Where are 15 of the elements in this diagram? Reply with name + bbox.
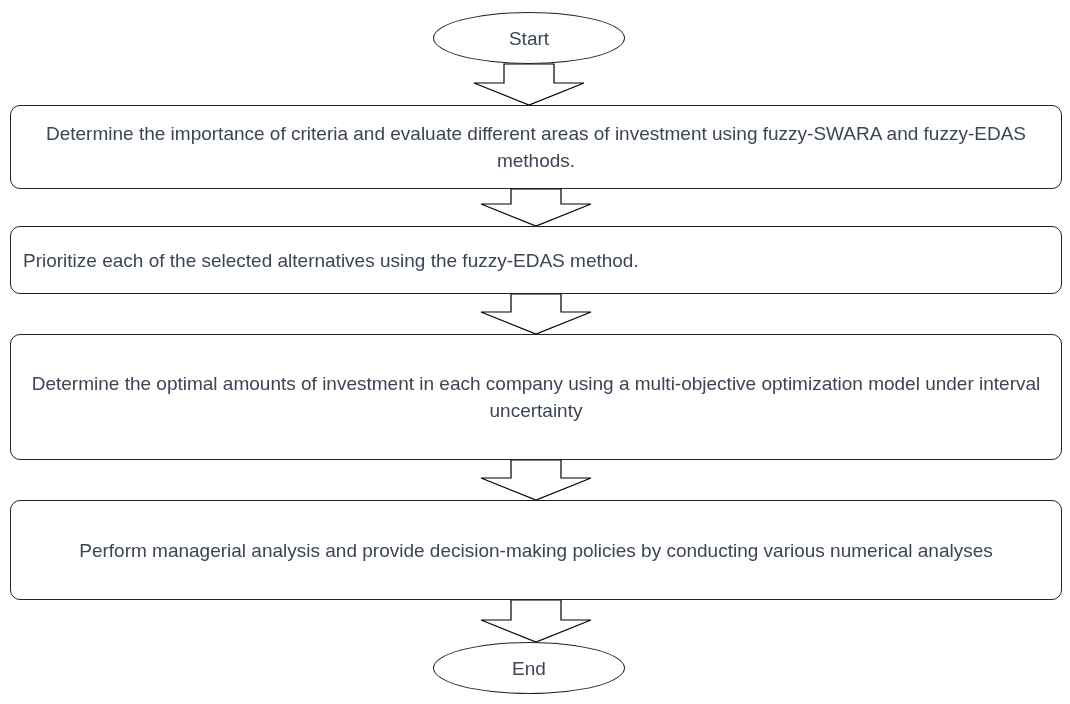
block-arrow — [480, 599, 592, 643]
block-arrow — [480, 188, 592, 227]
process-box — [10, 500, 1062, 600]
process-box — [10, 226, 1062, 294]
node-text: Determine the importance of criteria and evaluate different areas of investment using fuzzy-SWARA and fuzzy-EDAS methods. — [45, 122, 1027, 173]
block-arrow — [480, 293, 592, 335]
node-text: End — [512, 656, 546, 681]
process-box — [10, 334, 1062, 460]
node-text: Determine the optimal amounts of investment in each company using a multi-objective optimization model under interval uncertainty — [30, 372, 1042, 423]
process-box — [10, 105, 1062, 189]
block-arrow — [473, 63, 585, 106]
node-text: Perform managerial analysis and provide decision-making policies by conducting various numerical analyses — [79, 538, 993, 563]
block-arrow — [480, 459, 592, 501]
node-text: Start — [508, 26, 550, 51]
node-text: Prioritize each of the selected alternatives using the fuzzy-EDAS method. — [23, 248, 639, 273]
